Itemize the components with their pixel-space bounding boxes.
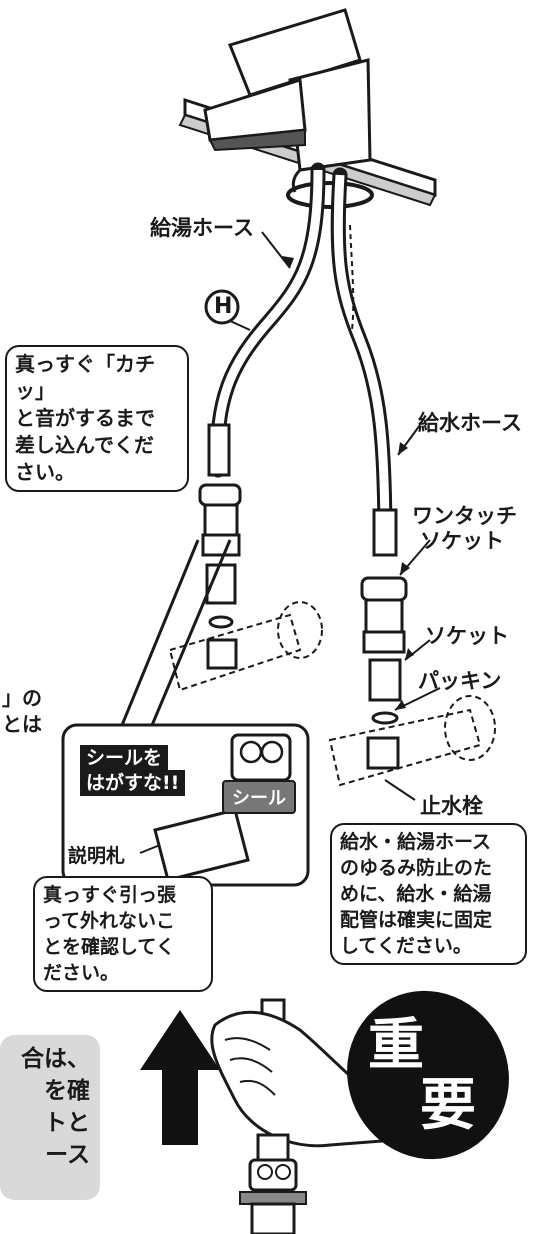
faucet-body bbox=[203, 8, 372, 172]
leader-arrowheads bbox=[282, 256, 414, 710]
important-badge bbox=[347, 990, 509, 1160]
hook bbox=[291, 168, 302, 193]
pull-line-4: ださい。 bbox=[43, 962, 120, 984]
hot-one-touch-socket bbox=[198, 483, 242, 557]
cold-stop-valve bbox=[328, 695, 496, 787]
seal-warning-line2: はがすな!! bbox=[80, 770, 186, 796]
important-char-2: 要 bbox=[420, 1072, 476, 1138]
insert-line-2: と音がするまで bbox=[15, 406, 155, 430]
dashed-hose bbox=[349, 224, 355, 331]
cold-hose bbox=[330, 167, 393, 553]
insert-instruction-callout: 真っすぐ「カチッ」 と音がするまで 差し込んでくだ さい。 bbox=[5, 345, 189, 492]
seal-warning-line1: シールを bbox=[80, 745, 169, 771]
fix-line-3: めに、給水・給湯 bbox=[340, 883, 492, 905]
important-char-1: 重 bbox=[368, 1012, 424, 1078]
grey-note-line-1: 合は、 bbox=[21, 1046, 90, 1072]
grey-note-line-4: ース bbox=[45, 1142, 90, 1168]
card-leader bbox=[139, 844, 161, 854]
explanation-card bbox=[153, 808, 250, 882]
hot-hose-inner bbox=[213, 169, 323, 471]
packing-label: パッキン bbox=[418, 669, 502, 693]
cold-socket bbox=[368, 658, 402, 702]
cutoff-grey-note: 合は、 を確 トと ース bbox=[0, 1035, 100, 1200]
hot-stop-valve bbox=[168, 601, 323, 692]
hot-marker-circle bbox=[204, 289, 240, 325]
cutoff-fragment-2: とは bbox=[2, 712, 42, 736]
stop-valve-label: 止水栓 bbox=[420, 794, 483, 818]
cold-one-touch-socket bbox=[360, 576, 408, 654]
leader-lines bbox=[227, 231, 441, 801]
hot-packing bbox=[208, 615, 234, 629]
explanation-tag-label: 説明札 bbox=[68, 845, 126, 867]
fix-line-1: 給水・給湯ホース bbox=[340, 831, 492, 853]
pull-line-2: って外れないこ bbox=[43, 910, 176, 932]
cold-hose-label: 給水ホース bbox=[418, 411, 522, 435]
pull-up-arrow bbox=[140, 1010, 220, 1145]
pull-line-3: とを確認してく bbox=[43, 936, 175, 958]
pull-line-1: 真っすぐ引っ張 bbox=[43, 884, 177, 906]
hot-marker-label: H bbox=[214, 294, 233, 319]
hot-hose-label: 給湯ホース bbox=[150, 216, 254, 240]
fix-line-5: してください。 bbox=[340, 935, 472, 957]
cutoff-fragment-1: 」の bbox=[2, 686, 42, 710]
fix-line-2: のゆるみ防止のた bbox=[340, 857, 493, 879]
fix-pipe-callout: 給水・給湯ホース のゆるみ防止のた めに、給水・給湯 配管は確実に固定 してくだ… bbox=[330, 823, 527, 965]
zoom-lines bbox=[118, 539, 232, 731]
insert-line-3: 差し込んでくだ bbox=[15, 433, 154, 457]
grey-note-line-3: トと bbox=[44, 1110, 90, 1136]
socket-label: ソケット bbox=[425, 624, 509, 648]
one-touch-socket-label-line2: ソケット bbox=[420, 529, 504, 553]
cold-hose-inner bbox=[333, 174, 390, 546]
cold-packing bbox=[371, 711, 399, 725]
hot-hose-end bbox=[207, 423, 231, 477]
seal-label: シール bbox=[222, 780, 296, 814]
insert-line-1: 真っすぐ「カチッ」 bbox=[15, 352, 155, 403]
pull-check-callout: 真っすぐ引っ張 って外れないこ とを確認してく ださい。 bbox=[33, 876, 213, 992]
insert-line-4: さい。 bbox=[15, 460, 75, 484]
mounting-ring bbox=[286, 181, 374, 209]
fix-line-4: 配管は確実に固定 bbox=[340, 909, 493, 931]
grey-note-line-2: を確 bbox=[44, 1078, 90, 1104]
cold-hose-end bbox=[372, 508, 398, 557]
one-touch-socket-label-line1: ワンタッチ bbox=[412, 504, 517, 528]
